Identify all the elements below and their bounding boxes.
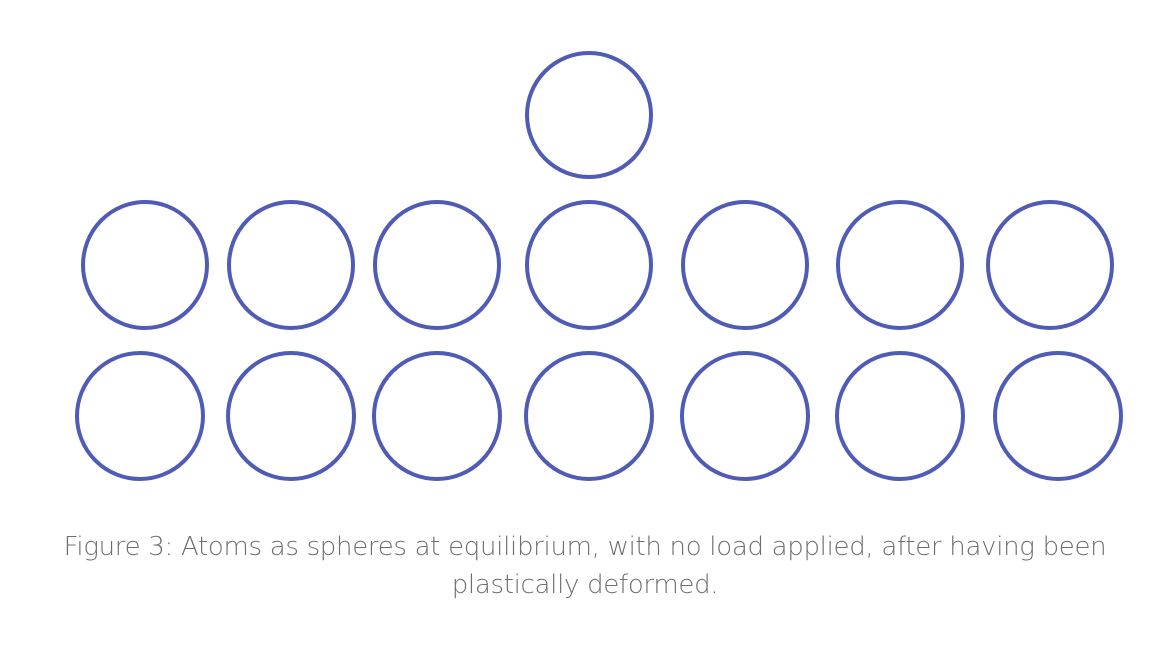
atom-circle [373,200,501,330]
atom-circle [986,200,1114,330]
atom-circle [993,351,1123,481]
atom-circle [226,351,356,481]
lower-atom-row [75,351,1123,481]
atom-circle [525,200,653,330]
atom-circle [681,200,809,330]
atom-diagram [75,51,1123,481]
atom-circle [835,351,965,481]
atom-circle [227,200,355,330]
atom-circle [75,351,205,481]
atom-circle [372,351,502,481]
atom-circle [81,200,209,330]
atom-circle [525,51,653,179]
upper-atom-row [81,200,1114,330]
extra-atom-row [525,51,653,179]
atom-circle [680,351,810,481]
atom-circle [524,351,654,481]
atom-circle [836,200,964,330]
figure-caption: Figure 3: Atoms as spheres at equilibriu… [63,532,1107,600]
